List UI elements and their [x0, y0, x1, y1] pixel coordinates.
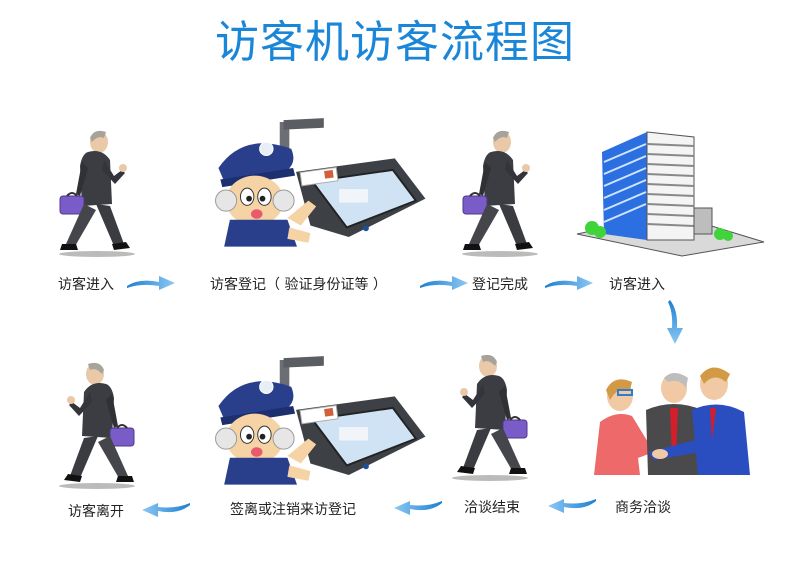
page-title: 访客机访客流程图 [215, 17, 575, 68]
step-label: 访客进入 [58, 277, 114, 293]
step-label: 访客离开 [68, 504, 124, 520]
walking-businessman-icon [52, 358, 142, 493]
walking-businessman-icon [52, 126, 142, 261]
walking-businessman-icon [445, 350, 535, 485]
walking-businessman-icon [455, 126, 545, 261]
arrow-left-icon [142, 503, 190, 517]
arrow-down-icon [667, 300, 683, 344]
arrow-left-icon [394, 501, 442, 515]
step-label: 访客登记（ 验证身份证等 ） [210, 277, 387, 293]
step-label: 签离或注销来访登记 [230, 502, 356, 518]
step-label: 登记完成 [472, 277, 528, 293]
police-mascot-visitor-terminal-icon [205, 350, 435, 485]
step-label: 访客进入 [609, 277, 665, 293]
arrow-right-icon [420, 276, 468, 290]
business-handshake-icon [594, 367, 750, 475]
police-mascot-visitor-terminal-icon [205, 112, 435, 247]
step-label: 洽谈结束 [464, 500, 520, 516]
arrow-right-icon [545, 276, 593, 290]
step-label: 商务洽谈 [615, 500, 671, 516]
arrow-right-icon [127, 276, 175, 290]
arrow-left-icon [548, 499, 596, 513]
office-building-icon [576, 131, 765, 257]
